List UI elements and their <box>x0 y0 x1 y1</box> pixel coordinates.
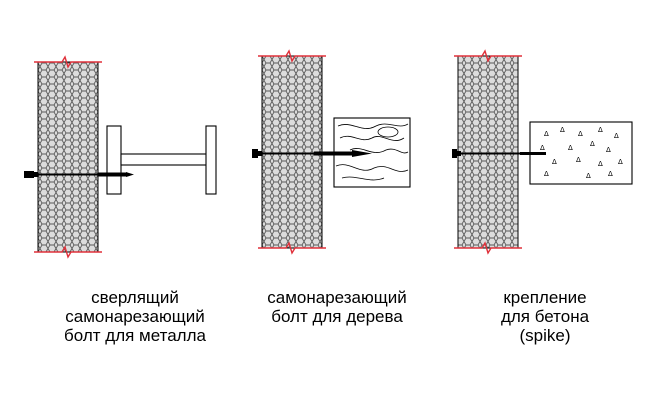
svg-text:Δ: Δ <box>590 140 595 148</box>
caption-line: (spike) <box>519 326 571 345</box>
sandwich-panel <box>261 55 323 249</box>
svg-text:Δ: Δ <box>586 172 591 180</box>
panel-bottom-break-mark <box>34 245 102 259</box>
svg-text:Δ: Δ <box>608 170 613 178</box>
panel-wood <box>252 49 411 255</box>
caption-metal-bolt: сверлящий самонарезающий болт для металл… <box>20 288 250 345</box>
caption-line: сверлящий <box>91 288 179 307</box>
svg-text:Δ: Δ <box>544 130 549 138</box>
steel-i-beam <box>106 125 217 195</box>
panel-top-break-mark <box>454 49 522 63</box>
svg-text:Δ: Δ <box>560 126 565 134</box>
panel-metal <box>24 55 217 259</box>
caption-concrete-spike: крепление для бетона (spike) <box>445 288 645 345</box>
sandwich-panel <box>37 61 99 253</box>
caption-line: болт для дерева <box>271 307 403 326</box>
drilling-self-tapping-bolt <box>24 171 134 178</box>
caption-line: болт для металла <box>64 326 206 345</box>
caption-line: крепление <box>503 288 587 307</box>
svg-text:Δ: Δ <box>578 130 583 138</box>
svg-text:Δ: Δ <box>598 126 603 134</box>
self-tapping-wood-bolt <box>252 149 372 158</box>
panel-bottom-break-mark <box>454 241 522 255</box>
panel-top-break-mark <box>258 49 326 63</box>
svg-text:Δ: Δ <box>618 158 623 166</box>
caption-line: самонарезающий <box>65 307 205 326</box>
caption-wood-bolt: самонарезающий болт для дерева <box>232 288 442 326</box>
svg-text:Δ: Δ <box>614 132 619 140</box>
svg-text:Δ: Δ <box>540 144 545 152</box>
svg-text:Δ: Δ <box>598 160 603 168</box>
caption-line: самонарезающий <box>267 288 407 307</box>
svg-text:Δ: Δ <box>568 144 573 152</box>
wooden-beam <box>333 117 411 188</box>
svg-text:Δ: Δ <box>552 158 557 166</box>
panel-top-break-mark <box>34 55 102 69</box>
panel-bottom-break-mark <box>258 241 326 255</box>
sandwich-panel <box>457 55 519 249</box>
svg-text:Δ: Δ <box>576 156 581 164</box>
svg-text:Δ: Δ <box>606 146 611 154</box>
svg-text:Δ: Δ <box>544 170 549 178</box>
concrete-spike-anchor <box>452 149 546 158</box>
caption-line: для бетона <box>500 307 590 326</box>
